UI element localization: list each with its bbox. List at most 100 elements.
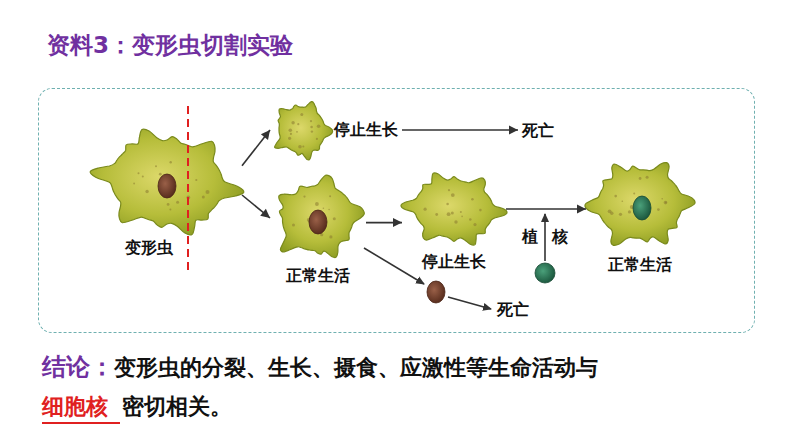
- amoeba-speckle: [454, 220, 457, 223]
- amoeba-speckle: [303, 196, 305, 198]
- amoeba-speckle: [206, 190, 210, 194]
- amoeba-speckle: [296, 131, 298, 133]
- arrow-line: [448, 297, 491, 309]
- amoeba-body: [279, 175, 365, 257]
- title: 资料3：变形虫切割实验: [47, 30, 293, 61]
- amoeba-speckle: [300, 113, 303, 116]
- amoeba-speckle: [316, 138, 318, 140]
- amoeba-speckle: [424, 208, 427, 211]
- amoeba-speckle: [435, 213, 438, 216]
- amoeba-speckle: [479, 209, 482, 212]
- amoeba-speckle: [664, 201, 668, 205]
- node-label: 停止生长: [334, 120, 398, 141]
- amoeba-speckle: [333, 217, 336, 220]
- amoeba-speckle: [329, 195, 331, 197]
- amoeba-speckle: [159, 173, 162, 176]
- amoeba-speckle: [469, 218, 472, 221]
- nucleus: [309, 210, 327, 234]
- amoeba-speckle: [614, 195, 617, 198]
- arrowhead: [577, 205, 586, 214]
- conclusion-line: 结论：变形虫的分裂、生长、摄食、应激性等生命活动与: [42, 352, 598, 383]
- amoeba-speckle: [657, 208, 660, 211]
- connector: [242, 195, 270, 218]
- amoeba-body: [585, 163, 695, 246]
- amoeba-speckle: [311, 130, 313, 132]
- conclusion-line: 细胞核密切相关。: [42, 393, 232, 424]
- text-node: 死亡: [520, 119, 556, 144]
- amoeba-speckle: [661, 198, 663, 200]
- amoeba-speckle: [328, 209, 330, 211]
- amoeba-node: 正常生活: [588, 155, 692, 276]
- connector: [506, 208, 586, 210]
- amoeba-speckle: [202, 195, 205, 198]
- amoeba-speckle: [142, 175, 144, 177]
- amoeba-body: [275, 102, 333, 160]
- amoeba-body: [90, 129, 244, 235]
- amoeba-speckle: [646, 176, 649, 179]
- answer-text: 细胞核: [42, 393, 120, 424]
- amoeba-speckle: [170, 161, 172, 163]
- amoeba-speckle: [461, 216, 463, 218]
- amoeba-speckle: [292, 223, 295, 226]
- amoeba-speckle: [317, 125, 321, 129]
- step-label: 植核: [522, 227, 582, 248]
- amoeba-speckle: [195, 179, 197, 181]
- amoeba-speckle: [633, 192, 635, 194]
- amoeba-speckle: [329, 235, 332, 238]
- amoeba-speckle: [167, 203, 170, 206]
- amoeba-speckle: [323, 207, 325, 209]
- amoeba-speckle: [145, 190, 148, 193]
- amoeba-speckle: [138, 172, 140, 174]
- amoeba-speckle: [622, 200, 624, 202]
- conclusion-heading: 结论：: [42, 352, 114, 383]
- node-label: 变形虫: [125, 238, 173, 259]
- amoeba-speckle: [639, 177, 642, 180]
- amoeba-speckle: [446, 203, 449, 206]
- amoeba-node: 停止生长: [272, 98, 400, 162]
- amoeba-speckle: [133, 183, 135, 185]
- amoeba-speckle: [310, 126, 313, 129]
- amoeba-group: [90, 102, 695, 258]
- amoeba-speckle: [448, 189, 450, 191]
- nucleus: [535, 263, 555, 283]
- amoeba-speckle: [310, 120, 312, 122]
- amoeba-speckle: [315, 202, 319, 206]
- amoeba-speckle: [155, 165, 157, 167]
- node-label: 停止生长: [422, 252, 486, 273]
- amoeba-speckle: [471, 198, 474, 201]
- amoeba-speckle: [451, 193, 455, 197]
- nucleus: [633, 196, 651, 220]
- amoeba-speckle: [302, 146, 304, 148]
- result-label: 死亡: [497, 300, 529, 321]
- conclusion-text: 密切相关。: [122, 393, 232, 422]
- arrowhead: [260, 209, 270, 218]
- amoeba-speckle: [291, 121, 294, 124]
- arrowhead: [393, 218, 402, 227]
- amoeba-speckle: [665, 202, 667, 204]
- conclusion-text: 变形虫的分裂、生长、摄食、应激性等生命活动与: [114, 354, 598, 383]
- nucleus: [427, 281, 445, 303]
- amoeba-speckle: [451, 211, 454, 214]
- node-label: 正常生活: [608, 255, 672, 276]
- arrow-line: [364, 248, 424, 284]
- amoeba-speckle: [619, 213, 622, 216]
- amoeba-speckle: [473, 223, 476, 226]
- node-label: 死亡: [522, 121, 554, 140]
- node-label: 正常生活: [286, 266, 350, 287]
- connector: [402, 129, 518, 131]
- amoeba-node: 变形虫: [95, 128, 240, 259]
- amoeba-speckle: [460, 211, 462, 213]
- amoeba-speckle: [628, 210, 631, 213]
- arrowhead: [509, 126, 518, 135]
- connector: [242, 130, 270, 166]
- arrowhead: [261, 130, 270, 140]
- amoeba-speckle: [610, 212, 613, 215]
- amoeba-body: [401, 173, 507, 245]
- amoeba-speckle: [298, 145, 302, 149]
- amoeba-speckle: [447, 212, 451, 216]
- amoeba-speckle: [176, 201, 179, 204]
- nucleus: [158, 174, 176, 198]
- amoeba-node: 正常生活: [272, 172, 364, 287]
- amoeba-speckle: [289, 129, 293, 133]
- cut-line: [187, 106, 189, 272]
